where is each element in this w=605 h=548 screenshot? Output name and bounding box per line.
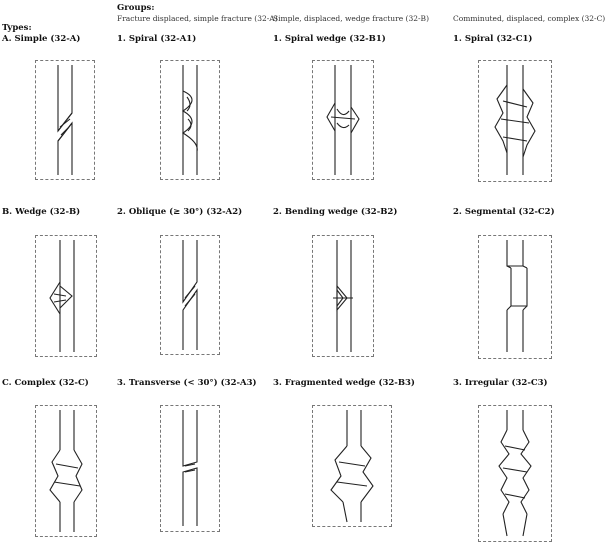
figure-fragmented-wedge — [312, 405, 392, 527]
figure-segmental — [478, 235, 552, 359]
figure-spiral-drawing — [181, 65, 198, 175]
figure-segmental-drawing — [506, 240, 528, 352]
figure-spiral-wedge-drawing — [326, 65, 360, 175]
figure-complex-spiral — [478, 60, 552, 182]
group-b-description: Simple, displaced, wedge fracture (32-B) — [273, 14, 429, 23]
groups-header: Groups: — [117, 3, 155, 13]
group-b3-label: 3. Fragmented wedge (32-B3) — [273, 378, 415, 388]
group-a2-label: 2. Oblique (≥ 30°) (32-A2) — [117, 207, 243, 217]
group-a3-label: 3. Transverse (< 30°) (32-A3) — [117, 378, 257, 388]
group-c3-label: 3. Irregular (32-C3) — [453, 378, 548, 388]
figure-simple-drawing — [57, 65, 73, 175]
figure-oblique-drawing — [182, 240, 198, 350]
figure-fragmented-wedge-drawing — [330, 410, 374, 523]
figure-bending-wedge-drawing — [333, 240, 353, 352]
type-c-label: C. Complex (32-C) — [2, 378, 89, 388]
figure-oblique — [160, 235, 220, 355]
type-a-label: A. Simple (32-A) — [2, 34, 81, 44]
figure-irregular — [478, 405, 552, 542]
figure-irregular-drawing — [498, 410, 532, 537]
group-c-description: Comminuted, displaced, complex (32-C) — [453, 14, 605, 23]
figure-transverse — [160, 405, 220, 532]
figure-complex — [35, 405, 97, 537]
figure-wedge-drawing — [49, 240, 75, 352]
figure-spiral — [160, 60, 220, 180]
group-c1-label: 1. Spiral (32-C1) — [453, 34, 533, 44]
group-a1-label: 1. Spiral (32-A1) — [117, 34, 197, 44]
figure-simple — [35, 60, 95, 180]
figure-bending-wedge — [312, 235, 374, 357]
figure-transverse-drawing — [182, 410, 198, 526]
group-b1-label: 1. Spiral wedge (32-B1) — [273, 34, 386, 44]
type-b-label: B. Wedge (32-B) — [2, 207, 81, 217]
group-b2-label: 2. Bending wedge (32-B2) — [273, 207, 398, 217]
group-c2-label: 2. Segmental (32-C2) — [453, 207, 555, 217]
figure-complex-drawing — [49, 410, 83, 532]
figure-spiral-wedge — [312, 60, 374, 180]
types-header: Types: — [2, 23, 32, 33]
figure-wedge — [35, 235, 97, 357]
figure-complex-spiral-drawing — [494, 65, 536, 175]
group-a-description: Fracture displaced, simple fracture (32-… — [117, 14, 278, 23]
